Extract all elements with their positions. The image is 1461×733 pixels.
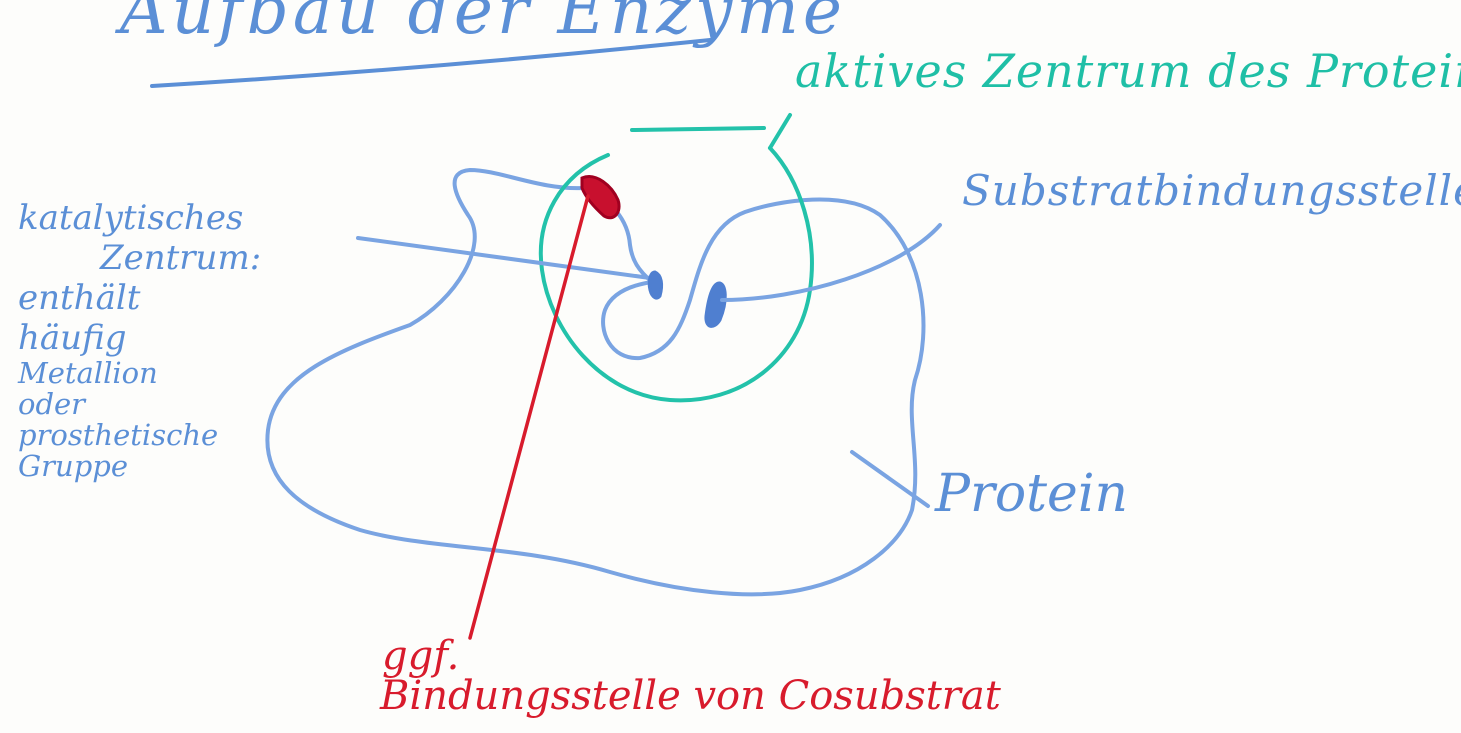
active-center-label: aktives Zentrum des Proteins	[795, 48, 1461, 94]
substrate-site-mark	[706, 283, 725, 326]
catalytic-center-label: katalytisches Zentrum: enthält häufig Me…	[18, 198, 318, 482]
protein-outline	[267, 170, 923, 594]
substrate-pointer-line	[722, 225, 940, 300]
catalytic-line-5: Metallion	[18, 358, 318, 389]
catalytic-pointer-line	[358, 238, 650, 278]
catalytic-line-7: prosthetische	[18, 420, 318, 451]
catalytic-line-6: oder	[18, 389, 318, 420]
catalytic-line-8: Gruppe	[18, 451, 318, 482]
protein-label: Protein	[935, 468, 1128, 520]
catalytic-line-2: Zentrum:	[18, 238, 318, 278]
diagram-title: Aufbau der Enzyme	[120, 0, 846, 44]
catalytic-line-1: katalytisches	[18, 198, 318, 238]
catalytic-site-mark	[649, 272, 661, 298]
active-center-pointer-line	[632, 115, 790, 148]
catalytic-line-4: häufig	[18, 318, 318, 358]
cosubstrate-prefix-label: ggf.	[382, 636, 459, 676]
substrate-site-label: Substratbindungsstelle	[962, 170, 1461, 212]
cosubstrate-site-label: Bindungsstelle von Cosubstrat	[380, 676, 1001, 716]
catalytic-line-3: enthält	[18, 278, 318, 318]
